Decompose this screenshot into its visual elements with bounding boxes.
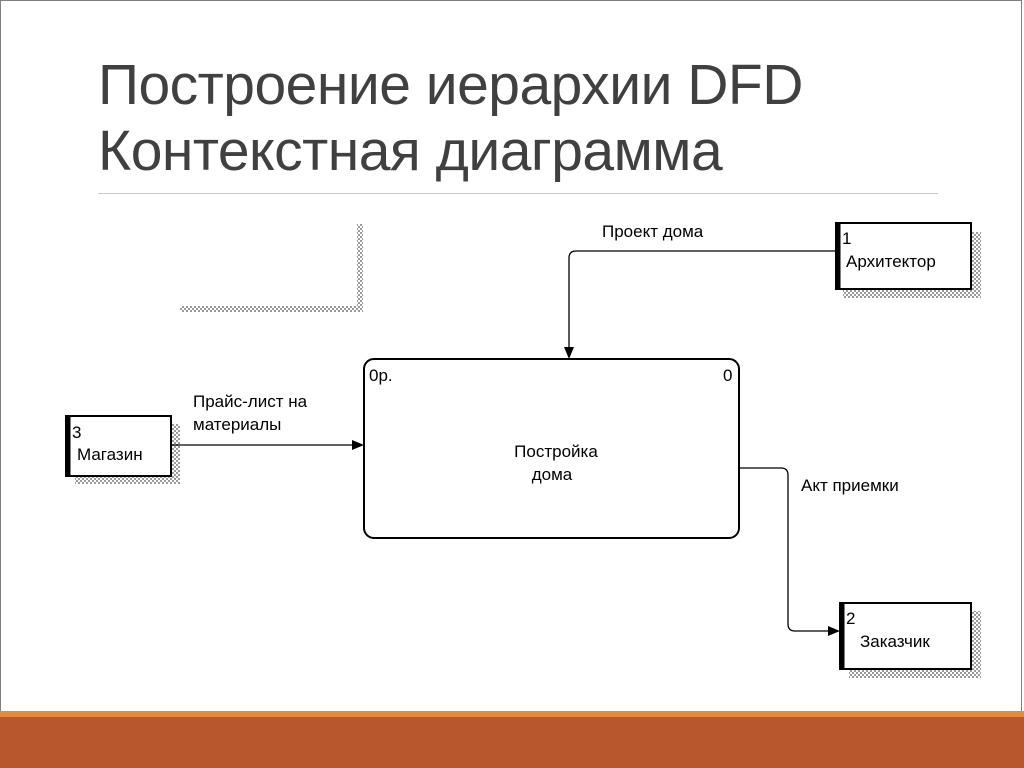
entity-store[interactable]: 3 Магазин (65, 415, 180, 484)
slide-title: Построение иерархии DFD Контекстная диаг… (98, 52, 978, 184)
entity-customer[interactable]: 2 Заказчик (839, 602, 981, 678)
title-divider (98, 193, 938, 194)
entity-architect-number: 1 (842, 229, 851, 248)
entity-store-name: Магазин (77, 445, 143, 464)
flow-project-label: Проект дома (602, 222, 704, 241)
title-line-2: Контекстная диаграмма (98, 119, 723, 183)
flow-project[interactable]: Проект дома (564, 222, 836, 359)
process-id: 0р. (369, 366, 393, 385)
process-name-line-1: Постройка (514, 442, 598, 461)
entity-architect-name: Архитектор (846, 252, 936, 271)
process-name-line-2: дома (532, 465, 573, 484)
flow-price-list[interactable]: Прайс-лист на материалы (171, 392, 364, 450)
entity-customer-number: 2 (846, 609, 855, 628)
entity-store-number: 3 (72, 423, 81, 442)
decorative-shadow-corner (180, 224, 363, 312)
flow-acceptance-label: Акт приемки (801, 476, 899, 495)
entity-customer-name: Заказчик (860, 632, 930, 651)
flow-acceptance[interactable]: Акт приемки (739, 467, 899, 636)
entity-architect[interactable]: 1 Архитектор (835, 222, 981, 298)
process-number: 0 (723, 366, 732, 385)
flow-price-label-line-2: материалы (193, 415, 281, 434)
process-box[interactable]: 0р. 0 Постройка дома (363, 358, 740, 539)
title-line-1: Построение иерархии DFD (98, 53, 803, 117)
flow-price-label-line-1: Прайс-лист на (193, 392, 308, 411)
footer-band (0, 711, 1024, 768)
